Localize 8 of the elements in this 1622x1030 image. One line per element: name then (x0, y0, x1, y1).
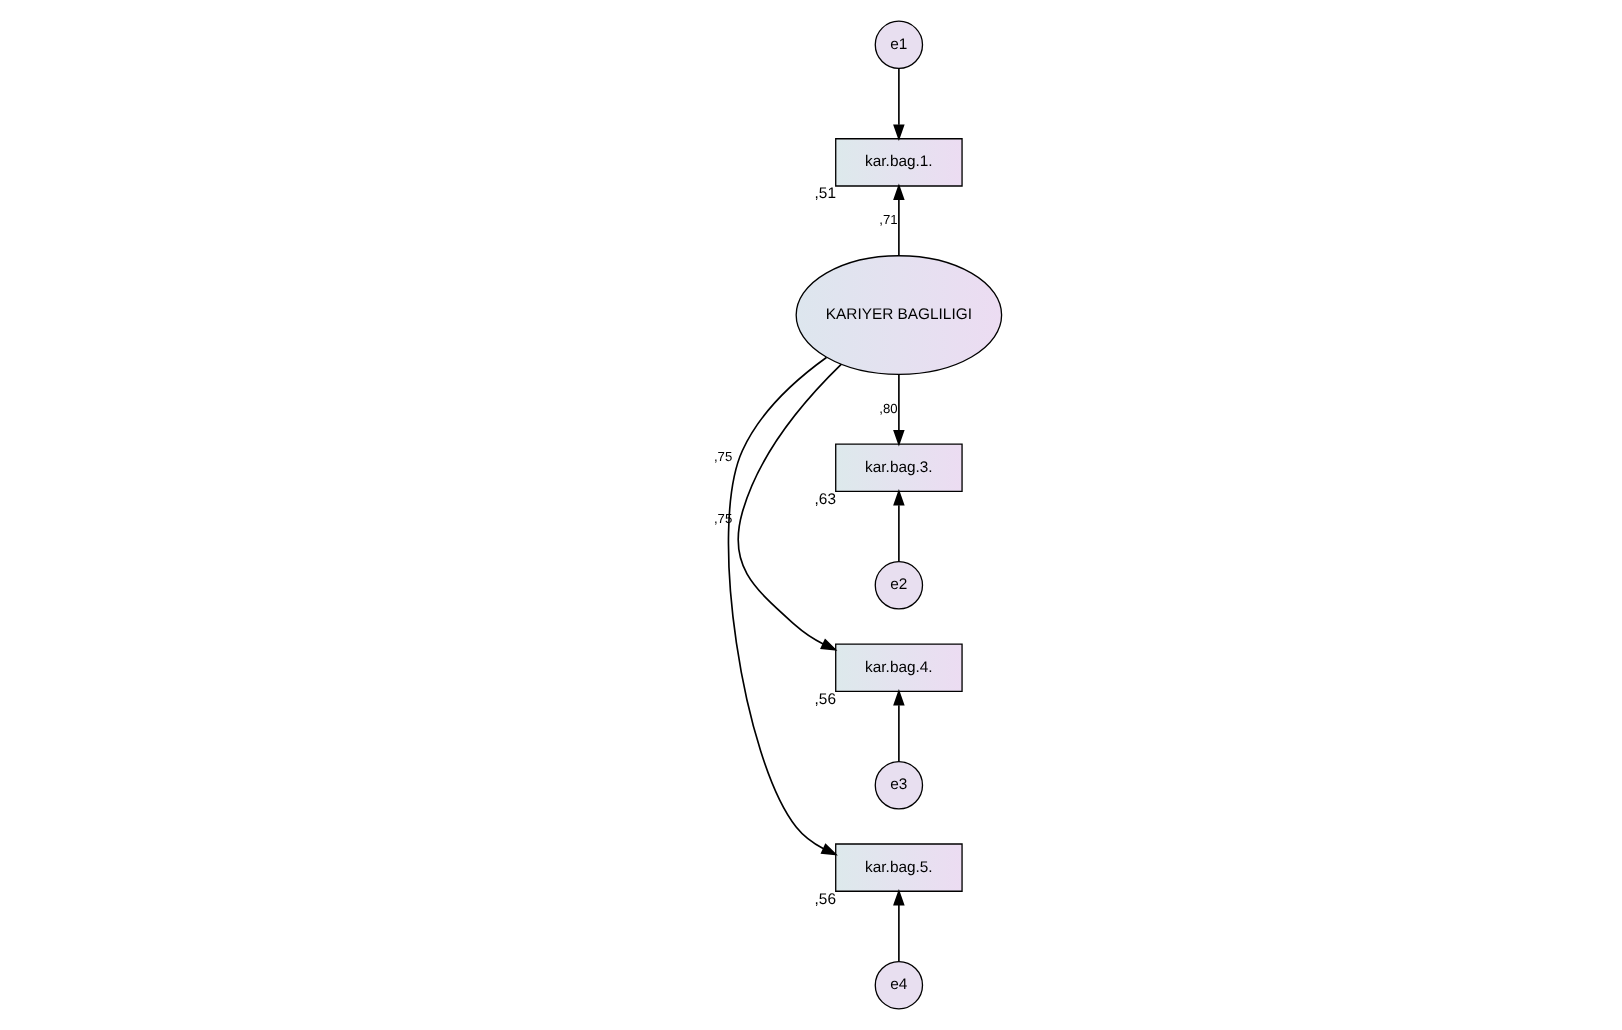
arrow (893, 373, 905, 447)
arrow (893, 489, 905, 563)
arrow (737, 363, 842, 651)
arrow (893, 689, 905, 763)
arrow (893, 67, 905, 141)
arrow (893, 888, 905, 963)
arrow (893, 183, 905, 257)
arrow (727, 356, 838, 856)
